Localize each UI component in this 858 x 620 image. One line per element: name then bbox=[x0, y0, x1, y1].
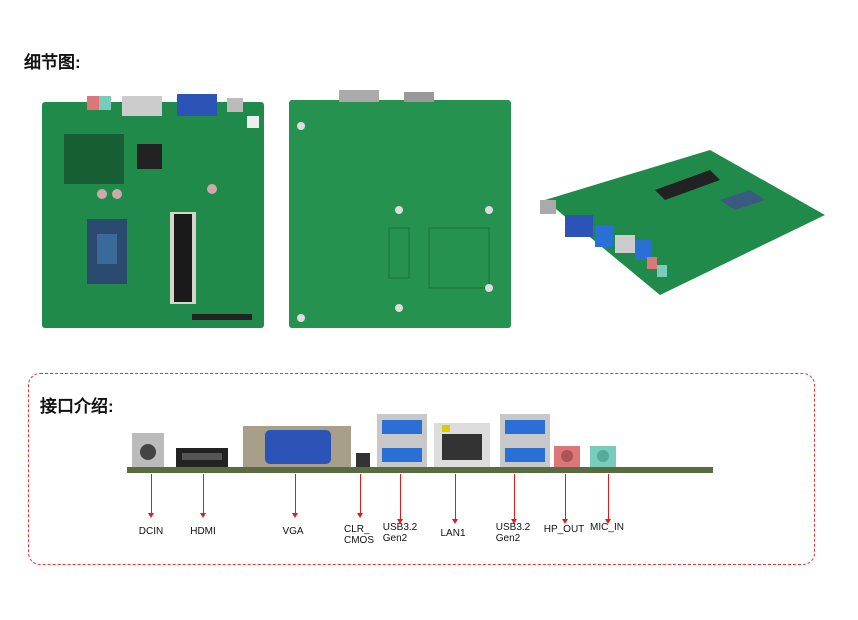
label-line: CLR_ bbox=[344, 524, 370, 535]
label-line: USB3.2 bbox=[495, 522, 531, 533]
label-hp-out: HP_OUT bbox=[543, 524, 585, 535]
label-clr-cmos: CLR_CMOS bbox=[344, 524, 374, 546]
vga-arrow bbox=[292, 474, 298, 518]
board-bottom-image bbox=[289, 90, 511, 328]
label-line: Gen2 bbox=[495, 533, 521, 544]
board-top-image bbox=[42, 94, 264, 328]
label-line: USB3.2 bbox=[382, 522, 418, 533]
detail-title: 细节图: bbox=[24, 53, 81, 72]
mic-in-arrow bbox=[605, 474, 611, 524]
label-line: CMOS bbox=[344, 535, 374, 546]
label-vga: VGA bbox=[282, 526, 304, 537]
hp-out-arrow bbox=[562, 474, 568, 524]
label-mic-in: MIC_IN bbox=[590, 522, 624, 533]
interface-title: 接口介绍: bbox=[40, 397, 114, 416]
board-iso-image bbox=[540, 150, 825, 295]
label-dcin: DCIN bbox=[138, 526, 164, 537]
label-hdmi: HDMI bbox=[190, 526, 216, 537]
label-lan1: LAN1 bbox=[440, 528, 466, 539]
lan-arrow bbox=[452, 474, 458, 524]
clr-cmos-button bbox=[356, 453, 370, 467]
label-line: Gen2 bbox=[382, 533, 408, 544]
interface-panel bbox=[28, 373, 815, 565]
usb-arrow-1 bbox=[397, 474, 403, 524]
clr-cmos-arrow bbox=[357, 474, 363, 518]
dcin-arrow bbox=[148, 474, 154, 518]
io-panel-image bbox=[127, 414, 713, 473]
usb-arrow-2 bbox=[511, 474, 517, 524]
hdmi-arrow bbox=[200, 474, 206, 518]
